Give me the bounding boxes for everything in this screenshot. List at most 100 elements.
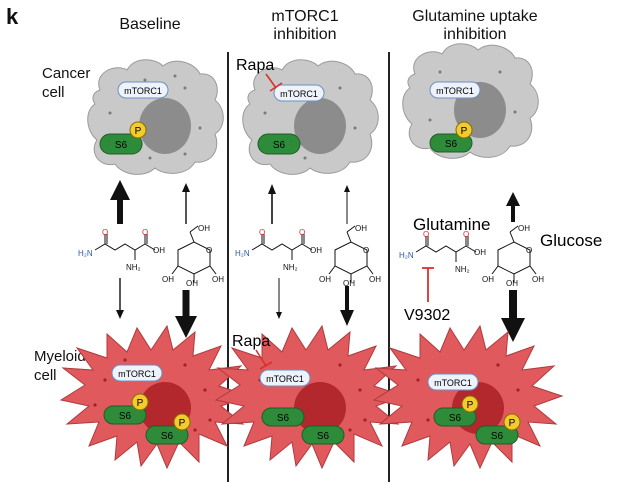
glutamine-label: Glutamine	[413, 215, 490, 234]
column-divider-2	[388, 52, 390, 482]
phospho-label-myeloid-3a: P	[467, 400, 474, 411]
mtorc1-label-myeloid-2: mTORC1	[266, 374, 304, 384]
myeloid-nucleus-2	[294, 382, 346, 434]
cancer-cell-baseline	[87, 59, 224, 175]
mtorc1-box-myeloid	[111, 364, 163, 382]
glutamine-acid-o: O	[142, 228, 148, 237]
cancer-nucleus-2	[294, 98, 346, 154]
glutamine-acid-o-2: O	[299, 228, 305, 237]
glutamine-amide-n-2: H₂N	[235, 249, 250, 258]
s6-label-myeloid-3b: S6	[491, 431, 504, 442]
s6-box-3	[429, 133, 473, 153]
row-label-myeloid-line1: Myeloid	[34, 348, 86, 365]
glutamine-amide-n: H₂N	[78, 249, 93, 258]
cancer-cell-mtorc1	[242, 59, 379, 175]
phospho-label-myeloid-1: P	[137, 398, 144, 409]
glucose-ch2oh: OH	[198, 224, 210, 233]
glutamine-oh: OH	[153, 246, 165, 255]
row-label-cancer-line2: cell	[42, 84, 65, 101]
s6-label: S6	[115, 140, 128, 151]
phospho-label-myeloid-2: P	[179, 418, 186, 429]
s6-box-myeloid-1	[103, 405, 147, 425]
glutamine-carbonyl-o-3: O	[423, 230, 429, 239]
glucose-ring-o-3: O	[526, 246, 532, 255]
mtorc1-box	[117, 81, 169, 99]
s6-box-myeloid-2a	[261, 407, 305, 427]
panel-letter: k	[6, 4, 19, 29]
v9302-label: V9302	[404, 307, 450, 324]
mtorc1-label-3: mTORC1	[436, 86, 474, 96]
phospho-label-3: P	[461, 126, 468, 137]
s6-box-2	[257, 133, 301, 155]
glutamine-amine-2: NH₂	[283, 263, 298, 272]
phospho-circle-myeloid-2	[173, 413, 191, 431]
glucose-molecule-2	[328, 225, 374, 282]
column-divider-1	[227, 52, 229, 482]
mtorc1-box-2	[273, 84, 325, 102]
glucose-oh-2: OH	[186, 279, 198, 288]
row-label-myeloid-cell: Myeloid cell	[34, 347, 86, 385]
phospho-circle-myeloid-3a	[461, 395, 479, 413]
glutamine-acid-o-3: O	[463, 230, 469, 239]
mtorc1-box-myeloid-2	[259, 369, 311, 387]
s6-box-myeloid-3a	[433, 407, 477, 427]
v9302-inhibitor-line	[422, 267, 434, 302]
s6-label-myeloid-2b: S6	[317, 431, 330, 442]
rapa-inhibitor-cancer	[265, 73, 283, 92]
row-label-cancer-cell: Cancer cell	[42, 64, 90, 102]
column-title-glutamine-uptake: Glutamine uptake inhibition	[395, 8, 555, 44]
glucose-ring-o-2: O	[363, 246, 369, 255]
glucose-ch2oh-2: OH	[355, 224, 367, 233]
s6-label-3: S6	[445, 139, 458, 150]
s6-box-myeloid-2b	[301, 425, 345, 445]
mtorc1-label-myeloid-3: mTORC1	[434, 378, 472, 388]
s6-label-myeloid-2: S6	[161, 431, 174, 442]
s6-box-myeloid-3b	[475, 425, 519, 445]
glutamine-amine: NH₂	[126, 263, 141, 272]
arrows-glutamine-uptake	[501, 192, 525, 342]
phospho-circle-myeloid-1	[131, 393, 149, 411]
rapa-label-cancer: Rapa	[236, 57, 274, 74]
phospho-circle	[129, 121, 147, 139]
column-title-glutamine-uptake-line2: inhibition	[443, 26, 507, 43]
s6-box-myeloid-2	[145, 425, 189, 445]
glucose-label: Glucose	[540, 231, 602, 250]
glucose-oh-2a: OH	[319, 275, 331, 284]
s6-label-myeloid-3a: S6	[449, 413, 462, 424]
phospho-label-myeloid-3b: P	[509, 418, 516, 429]
row-label-cancer-line1: Cancer	[42, 65, 91, 82]
mtorc1-label-2: mTORC1	[280, 89, 318, 99]
phospho-circle-3	[455, 121, 473, 139]
phospho-circle-myeloid-3b	[503, 413, 521, 431]
rapa-inhibitor-myeloid	[255, 349, 273, 370]
glutamine-amine-3: NH₂	[455, 265, 470, 274]
glucose-oh-3a: OH	[482, 275, 494, 284]
glutamine-molecule-2	[251, 234, 313, 260]
s6-label-myeloid-2a: S6	[277, 413, 290, 424]
glutamine-amide-n-3: H₂N	[399, 251, 414, 260]
column-title-glutamine-uptake-line1: Glutamine uptake	[412, 8, 538, 25]
column-title-mtorc1: mTORC1 inhibition	[250, 8, 360, 44]
glucose-molecule	[171, 225, 217, 282]
mtorc1-label-myeloid: mTORC1	[118, 369, 156, 379]
glutamine-oh-3: OH	[474, 248, 486, 257]
s6-label-myeloid-1: S6	[119, 411, 132, 422]
glutamine-oh-2: OH	[310, 246, 322, 255]
glutamine-carbonyl-o: O	[102, 228, 108, 237]
phospho-label: P	[135, 126, 142, 137]
glucose-ring-o: O	[206, 246, 212, 255]
glucose-ch2oh-3: OH	[518, 224, 530, 233]
glutamine-molecule	[94, 234, 156, 260]
glutamine-molecule-3	[415, 236, 477, 262]
column-title-baseline-line1: Baseline	[119, 16, 181, 33]
glucose-oh-2b: OH	[343, 279, 355, 288]
mtorc1-label: mTORC1	[124, 86, 162, 96]
mtorc1-box-myeloid-3	[427, 373, 479, 391]
glucose-oh-1: OH	[162, 275, 174, 284]
rapa-label-myeloid: Rapa	[232, 333, 270, 350]
arrows-baseline	[110, 180, 197, 338]
glutamine-carbonyl-o-2: O	[259, 228, 265, 237]
glucose-oh-3b: OH	[506, 279, 518, 288]
